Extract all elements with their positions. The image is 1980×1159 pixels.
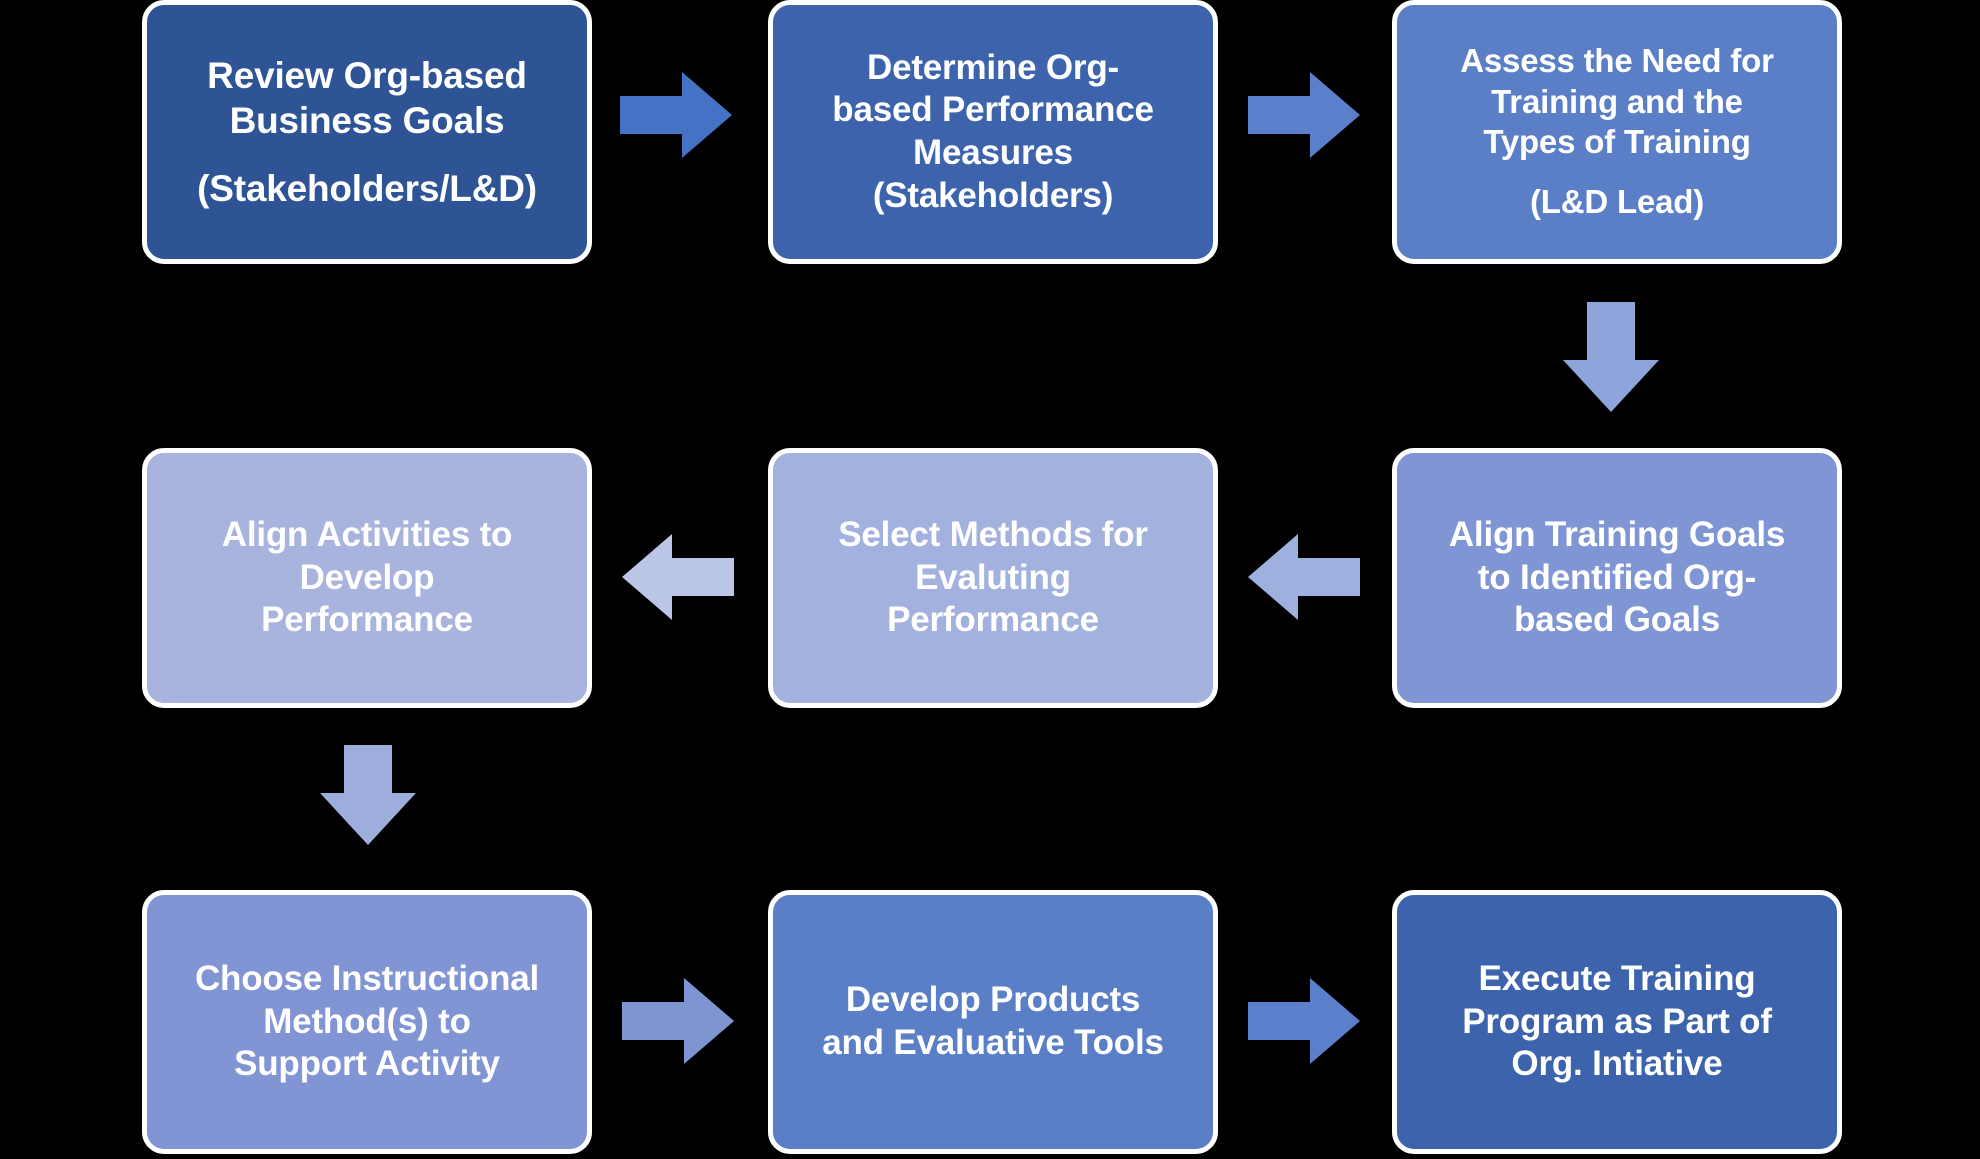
box-line: Develop [299, 557, 435, 597]
box-line: Business Goals [229, 99, 505, 141]
box-line: Develop Products [845, 980, 1141, 1020]
arrow-left-icon-2 [622, 534, 734, 620]
box-line: and Evaluative Tools [822, 1023, 1164, 1062]
arrow-right-icon-1 [620, 72, 732, 158]
process-box-develop-products-and-evaluative-tools[interactable]: Develop Products and Evaluative Tools [768, 890, 1218, 1154]
box-line: based Performance [832, 90, 1154, 130]
arrow-right-icon-3 [622, 978, 734, 1064]
box-subtitle: (Stakeholders/L&D) [197, 168, 537, 210]
box-line: Determine Org- [867, 47, 1119, 87]
box-line: based Goals [1514, 600, 1720, 640]
box-line: Training and the [1491, 82, 1743, 120]
arrow-down-icon-1 [1563, 302, 1659, 412]
box-line: Performance [261, 600, 473, 640]
box-subtitle: (L&D Lead) [1530, 183, 1704, 221]
arrow-down-icon-2 [320, 745, 416, 845]
process-box-review-org-based-business-goals[interactable]: Review Org-based Business Goals (Stakeho… [142, 0, 592, 264]
process-box-align-training-goals[interactable]: Align Training Goals to Identified Org- … [1392, 448, 1842, 708]
arrow-right-icon-4 [1248, 978, 1360, 1064]
box-line: Evaluting [915, 557, 1071, 597]
box-subtitle: (Stakeholders) [872, 175, 1114, 215]
box-line: Execute Training [1478, 958, 1756, 998]
box-line: Assess the Need for [1460, 42, 1774, 80]
arrow-left-icon-1 [1248, 534, 1360, 620]
process-box-align-activities-to-develop-performance[interactable]: Align Activities to Develop Performance [142, 448, 592, 708]
box-line: Method(s) to [263, 1001, 471, 1041]
box-line: Choose Instructional [194, 958, 540, 998]
box-line: Align Training Goals [1448, 514, 1786, 554]
box-line: Org. Intiative [1511, 1044, 1723, 1084]
process-box-assess-need-for-training[interactable]: Assess the Need for Training and the Typ… [1392, 0, 1842, 264]
box-line: Support Activity [234, 1044, 500, 1084]
box-line: to Identified Org- [1477, 557, 1757, 597]
box-line: Program as Part of [1462, 1001, 1772, 1041]
box-line: Measures [913, 133, 1073, 172]
box-line: Select Methods for [838, 514, 1148, 554]
box-line: Review Org-based [207, 54, 527, 96]
box-line: Performance [887, 600, 1099, 640]
box-line: Align Activities to [221, 514, 513, 554]
arrow-right-icon-2 [1248, 72, 1360, 158]
process-box-execute-training-program[interactable]: Execute Training Program as Part of Org.… [1392, 890, 1842, 1154]
process-box-determine-org-based-performance-measures[interactable]: Determine Org- based Performance Measure… [768, 0, 1218, 264]
box-line: Types of Training [1483, 122, 1751, 160]
process-box-choose-instructional-methods[interactable]: Choose Instructional Method(s) to Suppor… [142, 890, 592, 1154]
process-box-select-methods-for-evaluating-performance[interactable]: Select Methods for Evaluting Performance [768, 448, 1218, 708]
